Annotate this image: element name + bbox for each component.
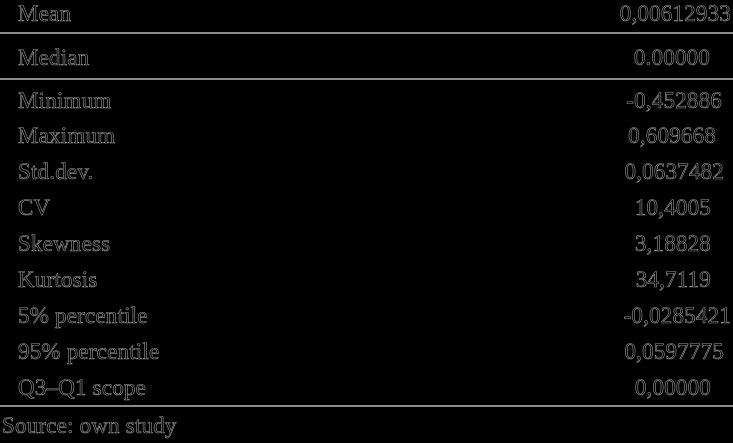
row-label-kurtosis: Kurtosis bbox=[18, 267, 98, 293]
row-label-mean: Mean bbox=[18, 1, 72, 27]
row-value-q3-q1-scope: 0,00000 bbox=[634, 375, 712, 401]
row-value-95-percentile: 0,0597775 bbox=[624, 339, 724, 365]
row-value-median: 0.00000 bbox=[633, 45, 711, 71]
divider-rule bbox=[0, 78, 733, 80]
row-label-minimum: Minimum bbox=[18, 88, 112, 114]
divider-rule bbox=[0, 405, 733, 407]
row-label-5-percentile: 5% percentile bbox=[18, 303, 148, 329]
row-label-std-dev: Std.dev. bbox=[18, 159, 94, 185]
row-label-median: Median bbox=[18, 45, 90, 71]
row-value-mean: 0,00612933 bbox=[619, 1, 731, 27]
source-note: Source: own study bbox=[2, 413, 177, 439]
divider-rule bbox=[0, 32, 733, 34]
row-label-q3-q1-scope: Q3–Q1 scope bbox=[18, 375, 147, 401]
row-value-cv: 10,4005 bbox=[634, 195, 712, 221]
row-label-maximum: Maximum bbox=[18, 123, 116, 149]
row-label-skewness: Skewness bbox=[18, 231, 111, 257]
row-value-maximum: 0,609668 bbox=[628, 123, 716, 149]
row-label-cv: CV bbox=[18, 195, 51, 221]
row-value-std-dev: 0,0637482 bbox=[624, 159, 724, 185]
row-label-95-percentile: 95% percentile bbox=[18, 339, 160, 365]
row-value-5-percentile: -0,0285421 bbox=[623, 303, 731, 329]
row-value-kurtosis: 34,7119 bbox=[635, 267, 711, 293]
row-value-skewness: 3,18828 bbox=[634, 231, 712, 257]
row-value-minimum: -0,452886 bbox=[626, 88, 722, 114]
